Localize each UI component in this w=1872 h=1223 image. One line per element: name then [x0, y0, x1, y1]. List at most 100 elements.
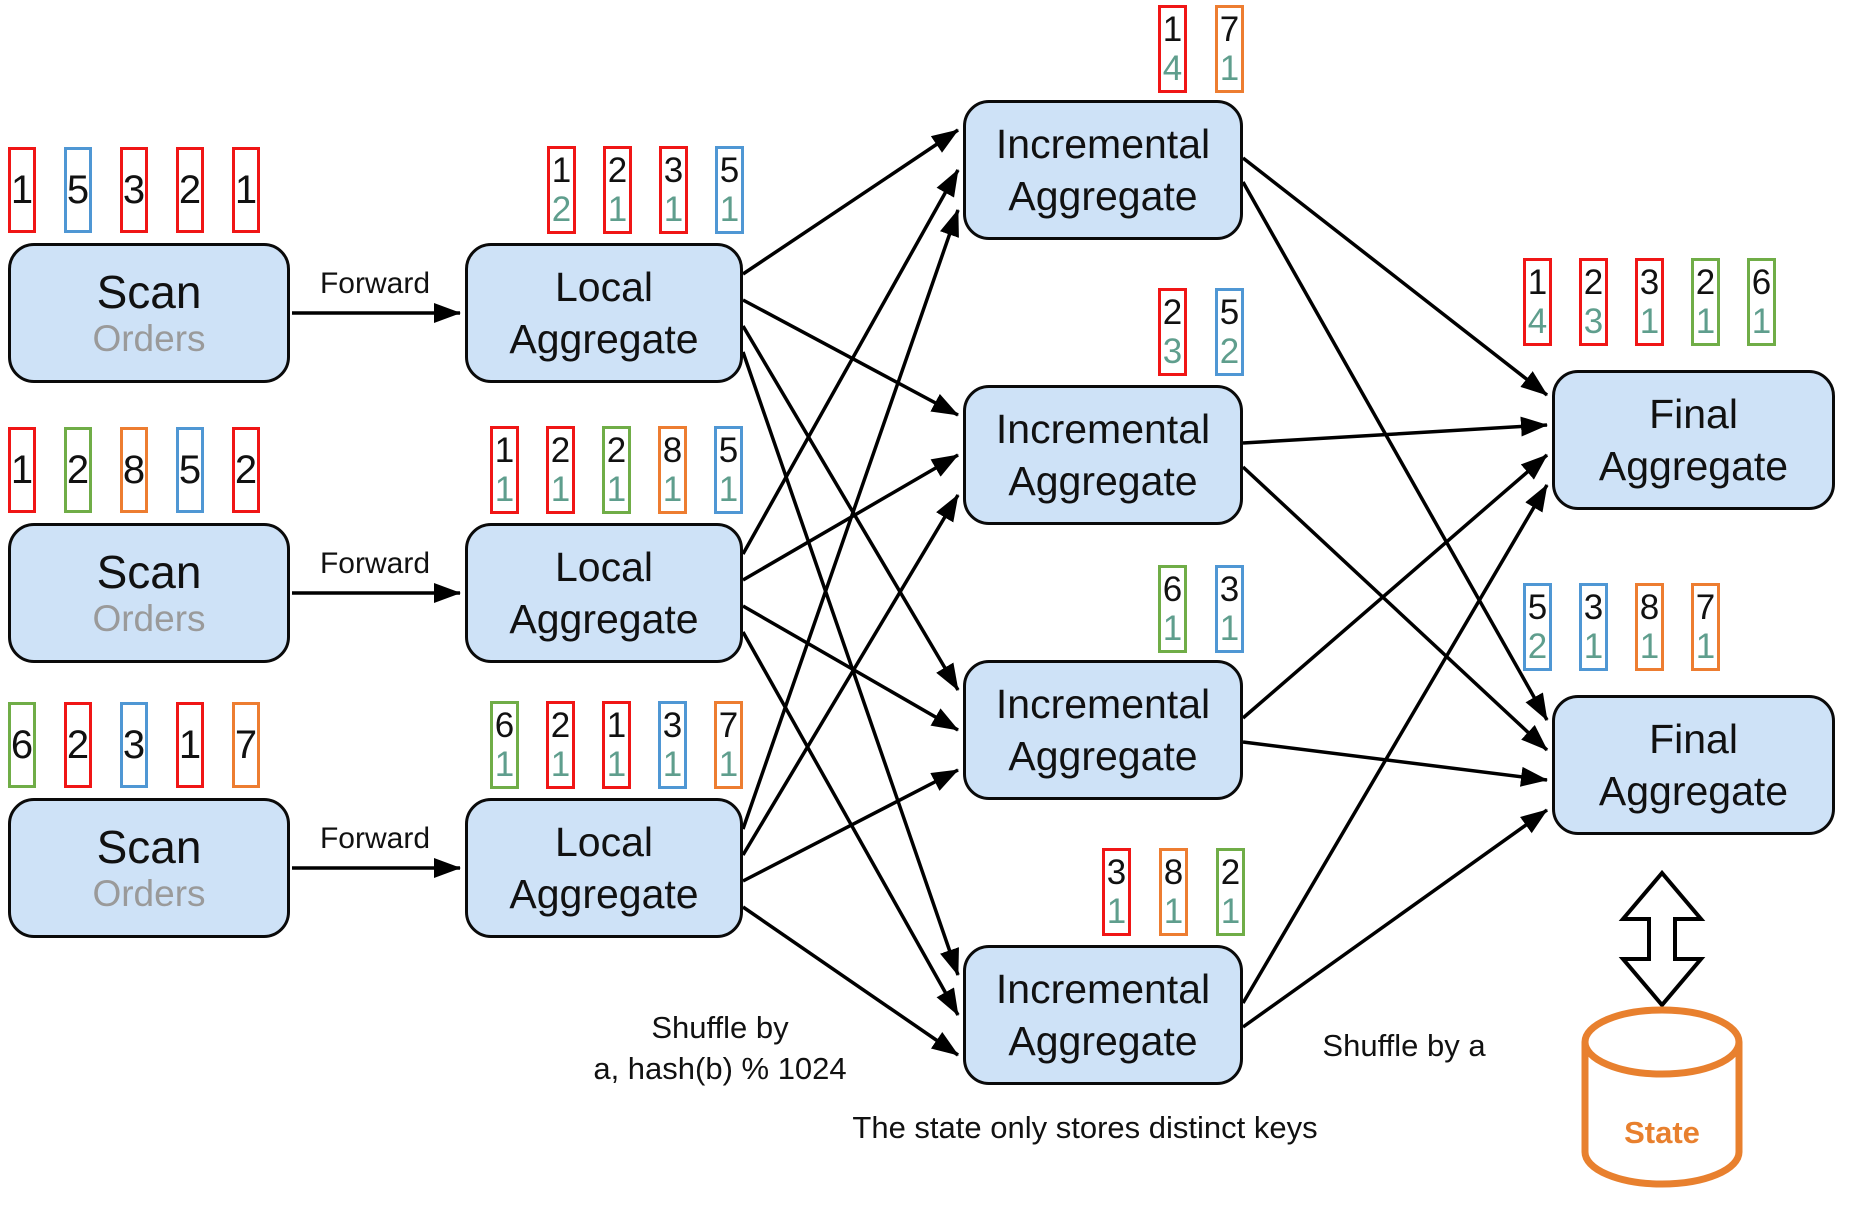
- scan-subtitle: Orders: [92, 318, 206, 360]
- tuple-count: 2: [1219, 332, 1240, 371]
- scan-subtitle: Orders: [92, 873, 206, 915]
- tuple-count: 1: [1220, 892, 1241, 931]
- forward-label: Forward: [319, 267, 431, 300]
- tuple-key: 2: [607, 150, 628, 190]
- tuple-key: 5: [718, 430, 739, 470]
- tuple-count: 1: [550, 745, 571, 784]
- final-shuffle-edge-arrow: [1241, 465, 1549, 752]
- token-value: 1: [234, 167, 258, 212]
- tuple-key: 8: [1639, 587, 1660, 627]
- token-value: 2: [66, 447, 90, 492]
- final-shuffle-edge-arrow: [1242, 740, 1548, 787]
- tuple-count: 1: [1106, 892, 1127, 931]
- tuple-key: 5: [719, 150, 740, 190]
- incremental-aggregate-label: Aggregate: [1008, 1018, 1198, 1064]
- tuple-key: 7: [1695, 587, 1716, 627]
- local-aggregate-label: Local: [554, 263, 653, 310]
- token-box: 8: [120, 427, 148, 513]
- incremental-aggregate-label: Incremental: [995, 405, 1211, 452]
- tuple-count: 1: [1583, 627, 1604, 666]
- token-box: 1: [176, 702, 204, 788]
- tuple-key: 2: [550, 705, 571, 745]
- token-box: 5: [64, 147, 92, 233]
- incremental-aggregate-label: Incremental: [995, 120, 1211, 167]
- tuple-key: 3: [1639, 262, 1660, 302]
- token-box: 3: [120, 147, 148, 233]
- token-box: 6: [8, 702, 36, 788]
- final-aggregate-label: Aggregate: [1598, 443, 1789, 489]
- final-aggregate-label: Aggregate: [1598, 768, 1789, 814]
- token-box: 1: [8, 147, 36, 233]
- tuple-key: 5: [1527, 587, 1548, 627]
- shuffle-edge-arrow: [741, 325, 960, 691]
- shuffle-edge-arrow: [741, 631, 960, 1016]
- token-value: 8: [122, 447, 146, 492]
- final-shuffle-edge-arrow: [1241, 808, 1549, 1029]
- token-value: 1: [10, 447, 34, 492]
- tuple-key: 1: [1527, 262, 1548, 302]
- tuple-key: 3: [663, 150, 684, 190]
- tuple-count: 1: [1163, 892, 1184, 931]
- token-box: 1: [8, 427, 36, 513]
- final-aggregate-label: Final: [1649, 390, 1738, 437]
- tuple-count: 1: [494, 470, 515, 509]
- tuple-key: 1: [494, 430, 515, 470]
- shuffle-edge-arrow: [742, 128, 959, 276]
- token-value: 5: [66, 167, 90, 212]
- tuple-count: 1: [662, 745, 683, 784]
- final-shuffle-edge-arrow: [1241, 156, 1549, 397]
- token-box: 1: [232, 147, 260, 233]
- tuple-key: 6: [494, 705, 515, 745]
- tuple-count: 1: [1695, 302, 1716, 341]
- local-aggregate-label: Local: [554, 543, 653, 590]
- tuple-key: 2: [606, 430, 627, 470]
- tuple-count: 1: [1695, 627, 1716, 666]
- token-value: 2: [66, 722, 90, 767]
- shuffle-edge-arrow: [741, 169, 960, 555]
- shuffle-a-label: Shuffle by a: [1322, 1028, 1486, 1063]
- tuple-key: 6: [1162, 569, 1183, 609]
- tuple-count: 4: [1527, 302, 1548, 341]
- tuple-count: 1: [662, 470, 683, 509]
- tuple-key: 3: [662, 705, 683, 745]
- token-value: 7: [234, 722, 258, 767]
- state-cylinder-top: [1581, 1006, 1743, 1078]
- scan-title: Scan: [96, 821, 202, 874]
- token-value: 1: [10, 167, 34, 212]
- tuple-key: 6: [1751, 262, 1772, 302]
- local-aggregate-label: Local: [554, 818, 653, 865]
- state-note: The state only stores distinct keys: [852, 1110, 1318, 1145]
- local-aggregate-label: Aggregate: [509, 316, 699, 362]
- tuple-count: 1: [1219, 49, 1240, 88]
- state-sync-arrow: [1618, 869, 1706, 1009]
- shuffle-hash-line1: Shuffle by: [651, 1010, 789, 1045]
- tuple-key: 1: [551, 150, 572, 190]
- shuffle-edge-arrow: [742, 298, 959, 417]
- token-box: 2: [64, 427, 92, 513]
- token-value: 2: [234, 447, 258, 492]
- scan-subtitle: Orders: [92, 598, 206, 640]
